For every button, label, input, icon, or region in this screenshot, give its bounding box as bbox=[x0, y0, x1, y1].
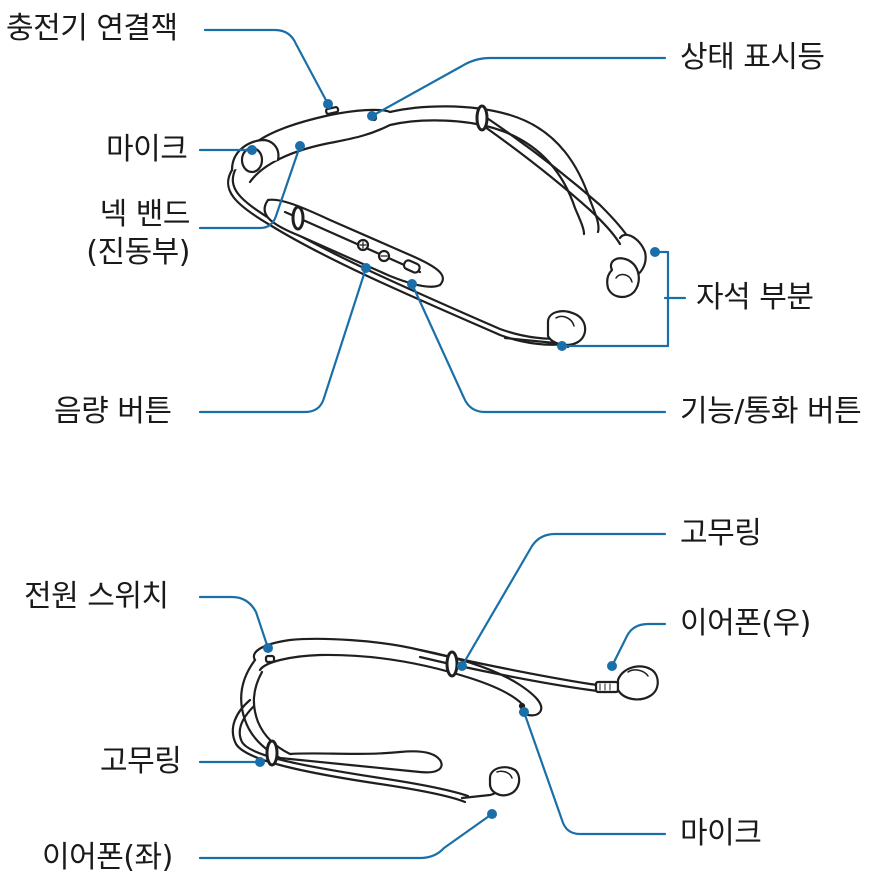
label-earphone-left: 이어폰(좌) bbox=[42, 840, 173, 875]
label-earphone-right: 이어폰(우) bbox=[680, 606, 811, 641]
leader-power bbox=[198, 595, 270, 650]
leader-mic-bottom bbox=[522, 710, 667, 836]
bottom-headset bbox=[231, 637, 659, 804]
leader-ring-right bbox=[460, 532, 667, 668]
label-power-switch: 전원 스위치 bbox=[24, 579, 169, 614]
label-volume-button: 음량 버튼 bbox=[54, 394, 172, 429]
leader-status-led bbox=[370, 56, 667, 118]
leader-lines bbox=[198, 28, 687, 860]
top-neckband bbox=[238, 105, 600, 234]
label-function-call-button: 기능/통화 버튼 bbox=[680, 394, 862, 429]
label-magnet-part: 자석 부분 bbox=[696, 280, 814, 315]
bottom-neckband bbox=[252, 637, 543, 717]
label-neckband-line2: (진동부) bbox=[86, 235, 190, 270]
label-mic-bottom: 마이크 bbox=[680, 816, 762, 851]
label-status-led: 상태 표시등 bbox=[680, 40, 825, 75]
leader-charger-jack bbox=[203, 28, 330, 106]
label-neckband-line1: 넥 밴드 bbox=[99, 197, 191, 232]
label-rubber-ring-right: 고무링 bbox=[680, 516, 762, 551]
leader-neckband bbox=[198, 144, 302, 230]
leader-volume bbox=[198, 266, 368, 414]
label-rubber-ring-left: 고무링 bbox=[100, 744, 182, 779]
label-mic-top: 마이크 bbox=[106, 132, 188, 167]
label-charger-jack: 충전기 연결잭 bbox=[6, 11, 178, 46]
leader-function bbox=[410, 282, 667, 414]
leader-dots bbox=[247, 99, 660, 819]
label-neckband: 넥 밴드 (진동부) bbox=[66, 196, 190, 272]
top-left-cable bbox=[226, 168, 567, 346]
leader-earphone-left bbox=[198, 812, 494, 860]
top-headset bbox=[226, 104, 647, 349]
leader-earphone-right bbox=[610, 622, 667, 668]
